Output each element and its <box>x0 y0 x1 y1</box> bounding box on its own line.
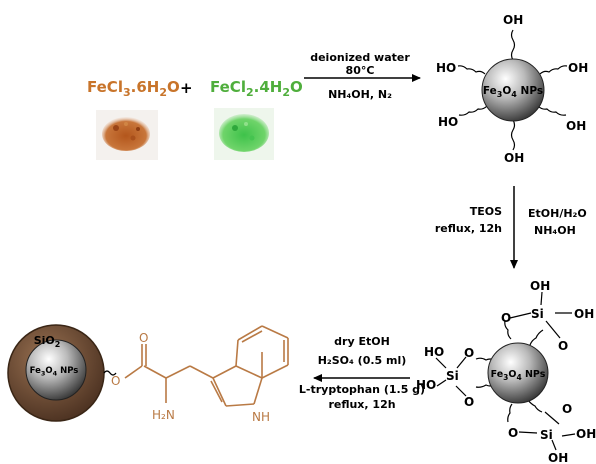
oh-top-si-2: OH <box>574 307 594 321</box>
o-top-right: O <box>558 339 568 353</box>
fecl2-powder-image <box>214 108 274 160</box>
si-bottom: Si <box>540 428 553 442</box>
si-top: Si <box>531 307 544 321</box>
o-bottom-left: O <box>508 426 518 440</box>
step2-left-2: reflux, 12h <box>435 222 502 235</box>
fecl3-label: FeCl3.6H2O <box>87 78 180 99</box>
o-left-bottom: O <box>464 395 474 409</box>
step1-condition-1: deionized water <box>310 51 410 64</box>
svg-text:Fe3O4 NPs: Fe3O4 NPs <box>30 366 79 378</box>
svg-text:SiO2: SiO2 <box>34 334 61 349</box>
oh-bottom: OH <box>504 151 524 165</box>
svg-text:Fe3O4 NPs: Fe3O4 NPs <box>491 369 546 382</box>
step3-condition-3: L-tryptophan (1.5 g) <box>299 383 425 396</box>
ester-o: O <box>111 374 120 388</box>
step1-condition-2: 80°C <box>346 64 375 77</box>
oh-top: OH <box>503 13 523 27</box>
carbonyl-o: O <box>139 331 148 345</box>
fecl2-label: FeCl2.4H2O <box>210 78 303 99</box>
step1-condition-3: NH₄OH, N₂ <box>328 88 392 101</box>
oh-right-bottom: OH <box>566 119 586 133</box>
oh-left-bottom: HO <box>438 115 458 129</box>
step3-condition-4: reflux, 12h <box>328 398 395 411</box>
amine-group: H₂N <box>152 408 175 422</box>
tryptophan-structure <box>124 325 289 407</box>
o-left-top: O <box>464 346 474 360</box>
silanized-nanoparticle: Fe3O4 NPs <box>475 320 549 423</box>
step3-condition-2: H₂SO₄ (0.5 ml) <box>318 354 407 367</box>
ho-left-si-1: HO <box>424 345 444 359</box>
step2-left-1: TEOS <box>470 205 502 218</box>
o-bottom-right: O <box>562 402 572 416</box>
oh-right-top: OH <box>568 61 588 75</box>
plus-sign: + <box>180 79 193 97</box>
oh-bottom-si-1: OH <box>576 427 596 441</box>
oh-left-top: HO <box>436 61 456 75</box>
fecl3-powder-image <box>96 110 158 160</box>
oh-top-si-1: OH <box>530 279 550 293</box>
svg-text:Fe3O4 NPs: Fe3O4 NPs <box>483 85 543 99</box>
core-shell-nanoparticle: Fe3O4 NPs SiO2 <box>7 324 105 422</box>
indole-nh: NH <box>252 410 270 424</box>
o-top-left: O <box>501 311 511 325</box>
step2-right-1: EtOH/H₂O <box>528 207 587 220</box>
linker-bond <box>103 370 117 376</box>
fe3o4-oh-nanoparticle: Fe3O4 NPs <box>457 29 568 151</box>
ho-left-si-2: HO <box>416 378 436 392</box>
si-left: Si <box>446 369 459 383</box>
step2-right-2: NH₄OH <box>534 224 576 237</box>
oh-bottom-si-2: OH <box>548 451 568 464</box>
step3-condition-1: dry EtOH <box>334 335 390 348</box>
